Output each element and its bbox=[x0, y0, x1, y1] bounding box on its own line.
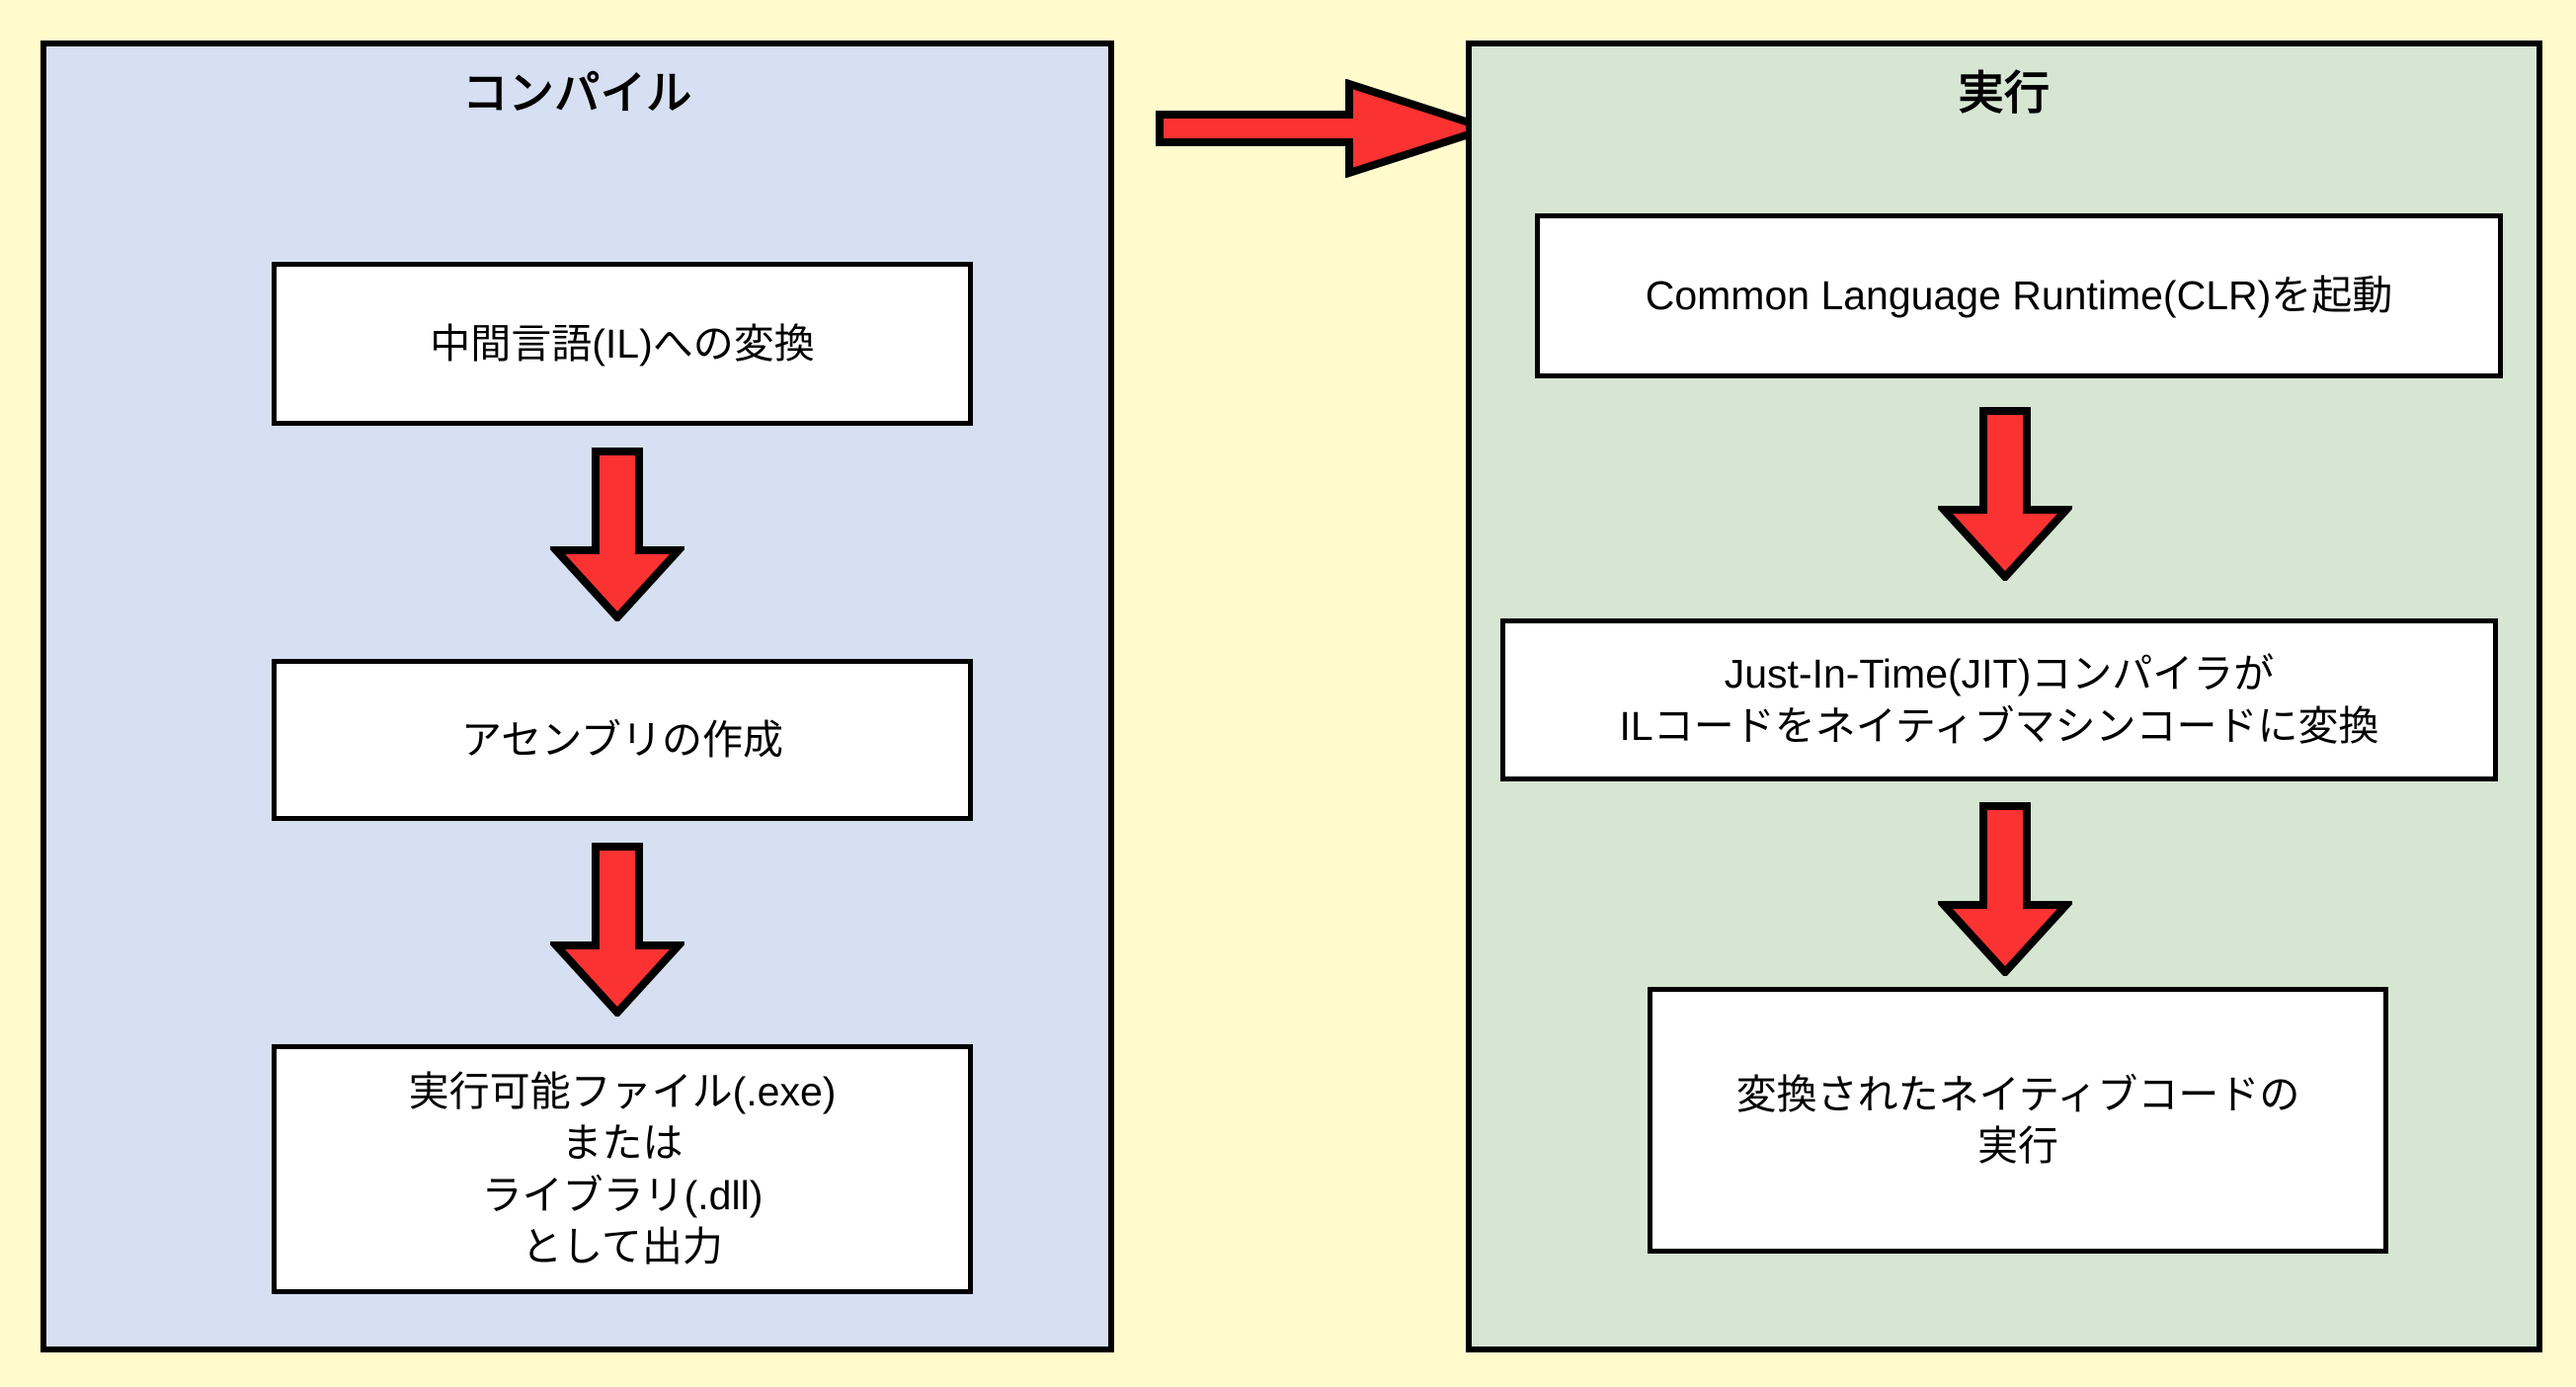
node-output-artifact[interactable]: 実行可能ファイル(.exe) または ライブラリ(.dll) として出力 bbox=[272, 1044, 973, 1294]
node-assembly-creation-label: アセンブリの作成 bbox=[461, 716, 783, 763]
compile-to-execute-arrow bbox=[1156, 79, 1491, 178]
compile-arrow-2 bbox=[550, 843, 684, 1017]
node-clr-startup-label: Common Language Runtime(CLR)を起動 bbox=[1645, 273, 2393, 319]
node-output-artifact-label: 実行可能ファイル(.exe) または ライブラリ(.dll) として出力 bbox=[408, 1068, 837, 1269]
panel-execute: 実行 Common Language Runtime(CLR)を起動 Just-… bbox=[1466, 41, 2542, 1352]
execute-arrow-1 bbox=[1938, 407, 2072, 581]
node-native-execution-label: 変換されたネイティブコードの 実行 bbox=[1735, 1071, 2300, 1169]
node-il-conversion[interactable]: 中間言語(IL)への変換 bbox=[272, 262, 973, 426]
node-il-conversion-label: 中間言語(IL)への変換 bbox=[430, 320, 815, 367]
node-jit-compile-label: Just-In-Time(JIT)コンパイラが ILコードをネイティブマシンコー… bbox=[1619, 651, 2379, 749]
panel-compile: コンパイル 中間言語(IL)への変換 アセンブリの作成 実行可能ファイル(.ex… bbox=[40, 41, 1114, 1352]
node-clr-startup[interactable]: Common Language Runtime(CLR)を起動 bbox=[1535, 213, 2503, 378]
panel-execute-title: 実行 bbox=[1958, 67, 2051, 119]
panel-compile-title: コンパイル bbox=[462, 67, 692, 119]
node-jit-compile[interactable]: Just-In-Time(JIT)コンパイラが ILコードをネイティブマシンコー… bbox=[1500, 618, 2498, 781]
compile-arrow-1 bbox=[550, 448, 684, 621]
node-native-execution[interactable]: 変換されたネイティブコードの 実行 bbox=[1648, 987, 2388, 1254]
node-assembly-creation[interactable]: アセンブリの作成 bbox=[272, 659, 973, 821]
execute-arrow-2 bbox=[1938, 802, 2072, 976]
